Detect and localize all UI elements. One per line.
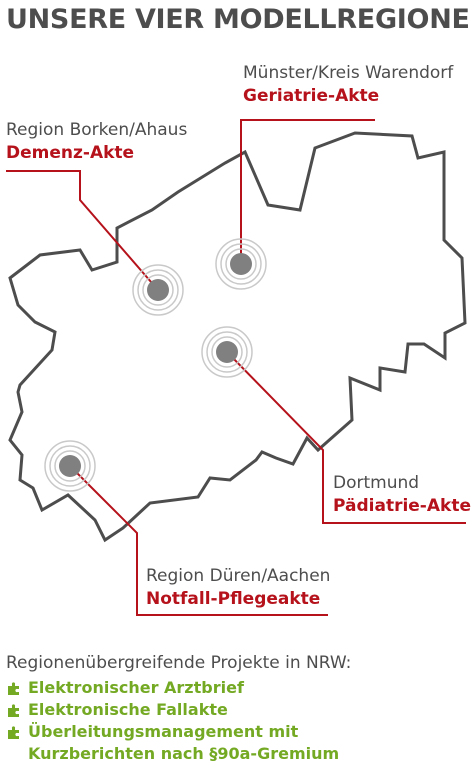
region-label-muenster: Münster/Kreis Warendorf Geriatrie-Akte — [243, 62, 453, 108]
region-project: Notfall-Pflegeakte — [146, 589, 321, 609]
leader-line-dortmund — [226, 351, 466, 524]
cross-region-projects: Regionenübergreifende Projekte in NRW: E… — [6, 652, 351, 765]
marker-dueren — [44, 440, 96, 492]
page-title: UNSERE VIER MODELLREGIONEN — [6, 4, 472, 35]
project-item-continuation: Kurzberichten nach §90a-Gremium — [6, 743, 351, 765]
marker-borken — [132, 264, 184, 316]
region-name: Dortmund — [333, 473, 420, 493]
region-project: Geriatrie-Akte — [243, 86, 380, 106]
marker-muenster — [215, 238, 267, 290]
project-item-text: Kurzberichten nach §90a-Gremium — [28, 744, 340, 763]
project-item: Elektronische Fallakte — [6, 699, 351, 721]
region-label-borken: Region Borken/Ahaus Demenz-Akte — [6, 119, 187, 165]
leader-line-muenster — [240, 119, 375, 264]
region-name: Region Düren/Aachen — [146, 566, 331, 586]
project-item: Elektronischer Arztbrief — [6, 677, 351, 699]
leader-line-dueren — [69, 465, 328, 616]
region-name: Region Borken/Ahaus — [6, 120, 188, 140]
puzzle-icon — [8, 682, 19, 695]
puzzle-icon — [8, 726, 19, 739]
region-name: Münster/Kreis Warendorf — [243, 63, 454, 83]
marker-dortmund — [201, 326, 253, 378]
project-item-text: Elektronischer Arztbrief — [28, 678, 244, 697]
nrw-outline — [8, 131, 467, 543]
projects-heading: Regionenübergreifende Projekte in NRW: — [6, 653, 352, 673]
project-item-text: Elektronische Fallakte — [28, 700, 228, 719]
leader-lines — [6, 119, 466, 616]
region-project: Pädiatrie-Akte — [333, 496, 471, 516]
region-project: Demenz-Akte — [6, 143, 135, 163]
project-item-text: Überleitungsmanagement mit — [28, 722, 299, 741]
project-item: Überleitungsmanagement mit — [6, 721, 351, 743]
region-label-dortmund: Dortmund Pädiatrie-Akte — [333, 472, 471, 518]
nrw-map — [6, 119, 467, 616]
region-label-dueren: Region Düren/Aachen Notfall-Pflegeakte — [146, 565, 330, 611]
puzzle-icon — [8, 704, 19, 717]
leader-line-borken — [6, 170, 159, 291]
